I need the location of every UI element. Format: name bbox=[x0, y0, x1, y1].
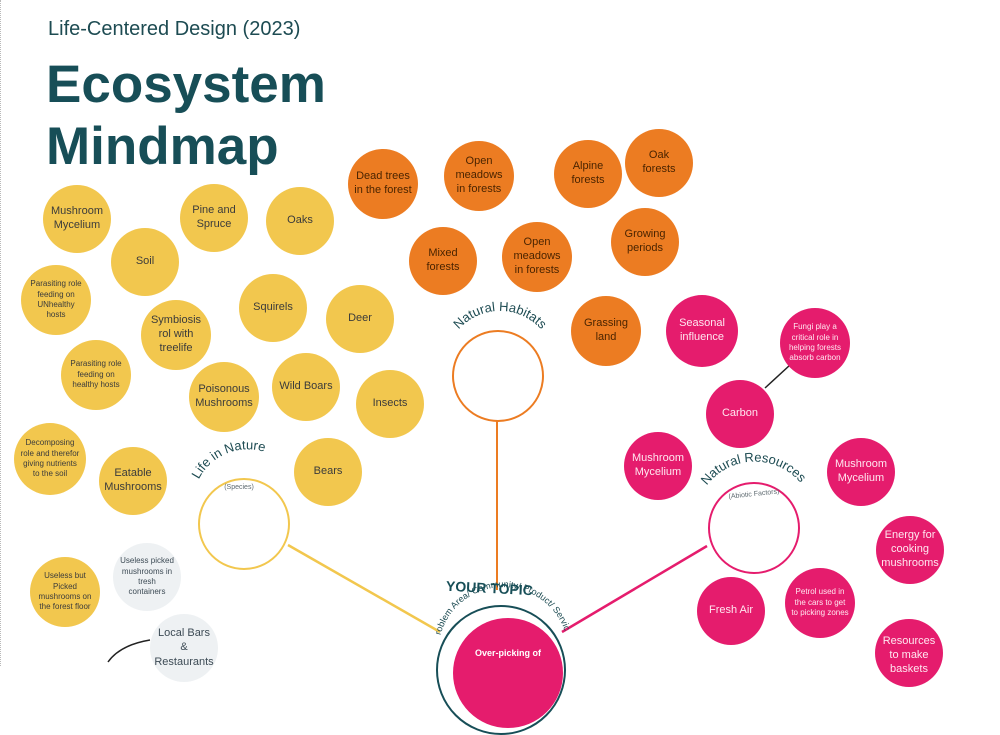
hub-ring-natural-resources[interactable] bbox=[708, 482, 800, 574]
resource-node[interactable]: Mushroom Mycelium bbox=[624, 432, 692, 500]
page-subtitle: Life-Centered Design (2023) bbox=[48, 18, 301, 40]
resource-node[interactable]: Fresh Air bbox=[697, 577, 765, 645]
habitat-node[interactable]: Growing periods bbox=[611, 208, 679, 276]
life-node[interactable]: Squirels bbox=[239, 274, 307, 342]
hub-ring-life-in-nature[interactable] bbox=[198, 478, 290, 570]
life-node[interactable]: Eatable Mushrooms bbox=[99, 447, 167, 515]
habitat-node[interactable]: Grassing land bbox=[571, 296, 641, 366]
life-node[interactable]: Parasiting role feeding on healthy hosts bbox=[61, 340, 131, 410]
resource-node[interactable]: Petrol used in the cars to get to pickin… bbox=[785, 568, 855, 638]
habitat-node[interactable]: Alpine forests bbox=[554, 140, 622, 208]
connector-resources bbox=[561, 544, 708, 634]
resource-node[interactable]: Mushroom Mycelium bbox=[827, 438, 895, 506]
habitat-node[interactable]: Oak forests bbox=[625, 129, 693, 197]
hub-label-natural-habitats: Natural Habitats bbox=[450, 299, 550, 332]
hub-label-life-in-nature: Life in Nature bbox=[188, 437, 267, 481]
hub-sub-life-in-nature: (Species) bbox=[224, 484, 254, 491]
other-node[interactable]: Useless but Picked mushrooms on the fore… bbox=[30, 557, 100, 627]
habitat-node[interactable]: Open meadows in forests bbox=[502, 222, 572, 292]
resource-node[interactable]: Seasonal influence bbox=[666, 295, 738, 367]
resource-node[interactable]: Carbon bbox=[706, 380, 774, 448]
life-node[interactable]: Pine and Spruce bbox=[180, 184, 248, 252]
life-node[interactable]: Deer bbox=[326, 285, 394, 353]
title-line-1: Ecosystem bbox=[46, 55, 326, 114]
connector-life bbox=[287, 543, 441, 634]
life-node[interactable]: Decomposing role and therefor giving nut… bbox=[14, 423, 86, 495]
life-node[interactable]: Oaks bbox=[266, 187, 334, 255]
life-node[interactable]: Poisonous Mushrooms bbox=[189, 362, 259, 432]
topic-center[interactable]: Over-picking of bbox=[453, 618, 563, 728]
title-line-2: Mindmap bbox=[46, 117, 279, 176]
life-node[interactable]: Insects bbox=[356, 370, 424, 438]
habitat-node[interactable]: Open meadows in forests bbox=[444, 141, 514, 211]
resource-node[interactable]: Resources to make baskets bbox=[875, 619, 943, 687]
page-edge bbox=[0, 0, 6, 666]
hub-ring-natural-habitats[interactable] bbox=[452, 330, 544, 422]
life-node[interactable]: Soil bbox=[111, 228, 179, 296]
connector-carbon-note bbox=[764, 364, 791, 389]
habitat-node[interactable]: Dead trees in the forest bbox=[348, 149, 418, 219]
life-node[interactable]: Parasiting role feeding on UNhealthy hos… bbox=[21, 265, 91, 335]
life-node[interactable]: Bears bbox=[294, 438, 362, 506]
resource-node[interactable]: Energy for cooking mushrooms bbox=[876, 516, 944, 584]
page-title: Ecosystem Mindmap bbox=[46, 54, 326, 178]
resource-node[interactable]: Fungi play a critical role in helping fo… bbox=[780, 308, 850, 378]
connector-local-bars bbox=[107, 639, 151, 663]
life-node[interactable]: Wild Boars bbox=[272, 353, 340, 421]
life-node[interactable]: Symbiosis rol with treelife bbox=[141, 300, 211, 370]
other-node[interactable]: Local Bars & Restaurants bbox=[150, 614, 218, 682]
habitat-node[interactable]: Mixed forests bbox=[409, 227, 477, 295]
life-node[interactable]: Mushroom Mycelium bbox=[43, 185, 111, 253]
other-node[interactable]: Useless picked mushrooms in tresh contai… bbox=[113, 543, 181, 611]
